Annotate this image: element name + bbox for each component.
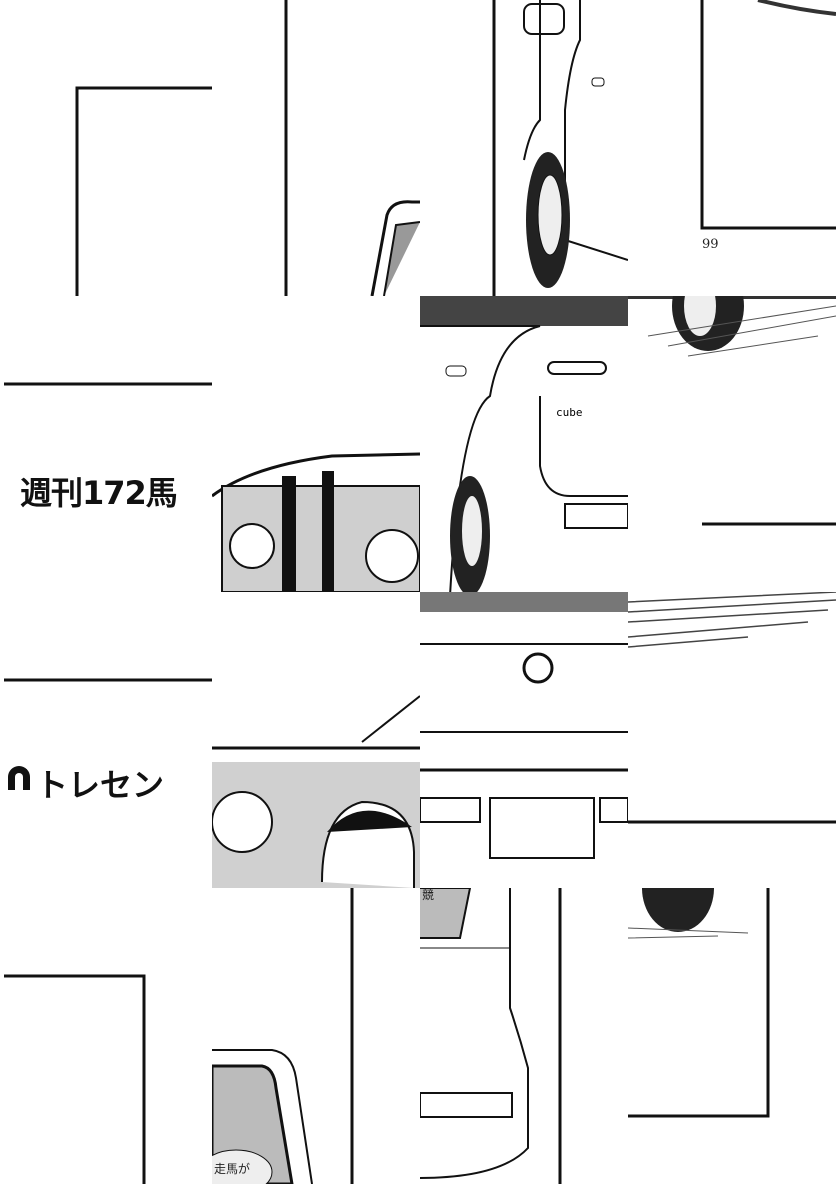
frame-lines — [75, 86, 212, 296]
car-bumper-tile — [420, 592, 628, 888]
car-rear-window-drawing — [284, 0, 420, 296]
tire-frame-drawing — [628, 888, 770, 1118]
frame-lines — [4, 974, 146, 1184]
horseshoe-icon — [8, 766, 30, 790]
speech-bubble-text: 走馬が — [214, 1162, 251, 1176]
motion-lines-drawing — [628, 592, 836, 824]
magazine-title: 週刊172馬 — [20, 474, 178, 512]
speech-bubble-tile: 走馬が — [212, 888, 420, 1184]
car-side-tile — [420, 0, 628, 296]
tire-motion-drawing — [628, 296, 836, 526]
car-window-bubble-drawing — [212, 888, 354, 1184]
car-rear-badge-tile: cube — [420, 296, 628, 592]
tire-frame-tile — [628, 888, 836, 1184]
car-bumper-drawing — [420, 592, 628, 859]
car-badge: cube — [556, 406, 583, 419]
divider-line — [4, 678, 212, 682]
car-window-passengers-drawing — [212, 452, 420, 592]
car-side-drawing — [492, 0, 628, 296]
car-window-characters-drawing — [212, 695, 420, 888]
panel-frame-tile — [4, 888, 212, 1184]
frame-lines — [700, 0, 836, 230]
manga-page: 99 週刊172馬 cube — [4, 0, 836, 1200]
speech-bubble-fragment: 競 — [422, 888, 435, 902]
page-corner-tile: 99 — [628, 0, 836, 296]
panel-frame-tile — [4, 0, 212, 296]
car-passengers-tile — [212, 296, 420, 592]
car-taillight-tile: 競 — [420, 888, 628, 1184]
tire-tile — [628, 296, 836, 592]
motion-lines-tile — [628, 592, 836, 888]
car-rear-drawing — [420, 296, 628, 592]
car-taillight-drawing — [420, 888, 562, 1184]
characters-tile — [212, 592, 420, 888]
section-logo-text: トレセン — [36, 766, 165, 804]
car-window-tile — [212, 0, 420, 296]
magazine-title-tile: 週刊172馬 — [4, 296, 212, 592]
divider-line — [4, 382, 212, 386]
section-logo-tile: トレセン — [4, 592, 212, 888]
page-number: 99 — [702, 237, 719, 252]
